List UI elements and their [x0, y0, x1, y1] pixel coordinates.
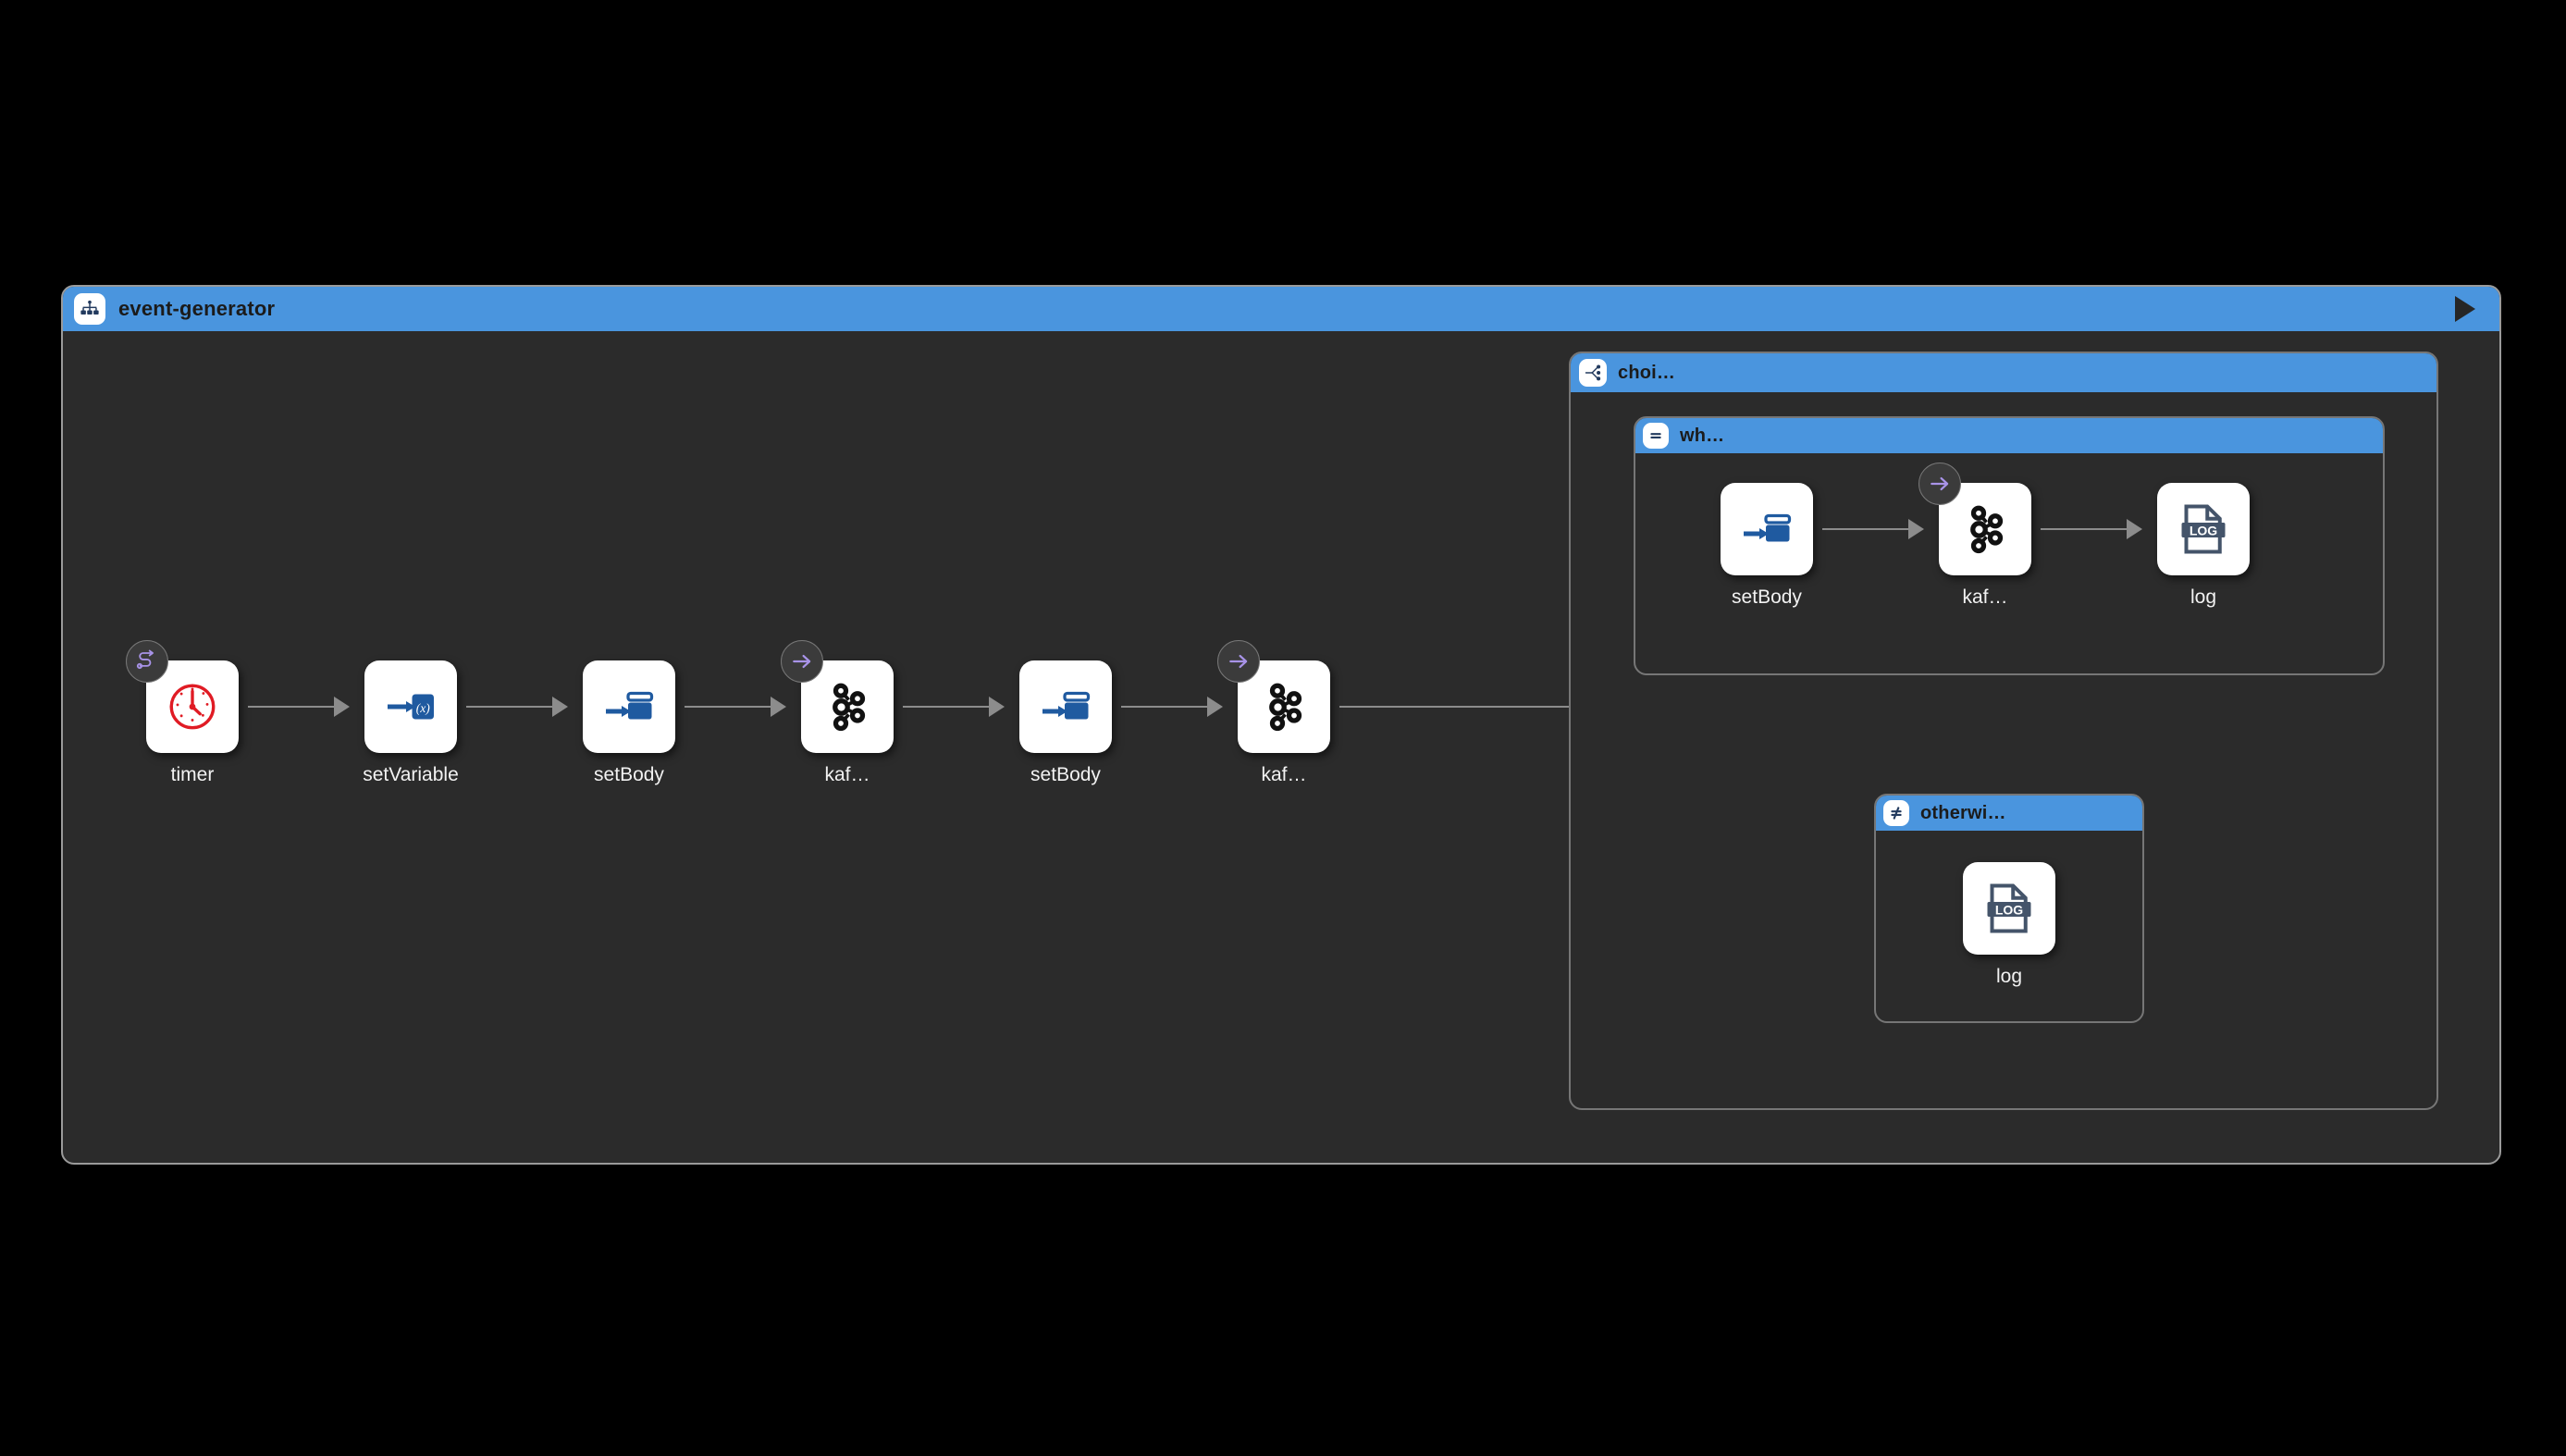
set-body-icon	[1744, 513, 1792, 542]
node-setbody-2-box[interactable]	[1019, 660, 1112, 753]
svg-text:(x): (x)	[416, 701, 430, 715]
arrow-right-icon	[1918, 463, 1961, 505]
node-kafka-1-label: kaf…	[824, 764, 870, 785]
node-when-setbody-label: setBody	[1732, 586, 1802, 608]
node-kafka-2[interactable]: kaf…	[1217, 640, 1330, 785]
kafka-icon	[833, 683, 866, 732]
node-setvariable-label: setVariable	[363, 764, 459, 785]
node-setbody-1-label: setBody	[594, 764, 664, 785]
route-icon	[126, 640, 168, 683]
timer-clock-icon	[169, 684, 216, 730]
node-kafka-1[interactable]: kaf…	[781, 640, 894, 785]
node-timer-label: timer	[170, 764, 215, 785]
connector-setbody2-kafka2	[1121, 697, 1223, 717]
node-when-log[interactable]: LOG log	[2157, 483, 2250, 608]
node-kafka-1-box[interactable]	[781, 640, 894, 753]
arrow-right-icon	[781, 640, 823, 683]
node-when-kafka-box[interactable]	[1918, 463, 2031, 575]
node-timer-box[interactable]	[126, 640, 239, 753]
node-when-setbody[interactable]: setBody	[1721, 483, 1813, 608]
run-route-button[interactable]	[2455, 296, 2475, 322]
otherwise-container[interactable]: otherwi… LOG log	[1874, 794, 2144, 1023]
set-body-icon	[606, 691, 654, 720]
when-container[interactable]: wh… setBody	[1634, 416, 2385, 675]
connector-when-kafka-log	[2041, 519, 2142, 539]
when-title: wh…	[1680, 425, 1725, 446]
connector-setvariable-setbody1	[466, 697, 568, 717]
node-setbody-2[interactable]: setBody	[1019, 660, 1112, 785]
connector-setbody1-kafka1	[685, 697, 786, 717]
route-title: event-generator	[118, 297, 276, 320]
node-setvariable[interactable]: (x) setVariable	[363, 660, 459, 785]
svg-text:LOG: LOG	[1995, 902, 2023, 917]
node-kafka-2-label: kaf…	[1261, 764, 1307, 785]
connector-timer-setvariable	[248, 697, 350, 717]
choice-branch-icon	[1579, 359, 1607, 387]
when-header[interactable]: wh…	[1635, 418, 2383, 453]
node-setvariable-box[interactable]: (x)	[364, 660, 457, 753]
route-header[interactable]: event-generator	[63, 287, 2499, 331]
connector-kafka1-setbody2	[903, 697, 1005, 717]
node-when-log-label: log	[2190, 586, 2217, 608]
node-otherwise-log[interactable]: LOG log	[1963, 862, 2055, 987]
node-when-kafka[interactable]: kaf…	[1918, 463, 2031, 608]
log-file-icon: LOG	[1987, 883, 2031, 933]
otherwise-title: otherwi…	[1920, 802, 2006, 823]
node-setbody-1-box[interactable]	[583, 660, 675, 753]
node-otherwise-log-box[interactable]: LOG	[1963, 862, 2055, 955]
node-timer[interactable]: timer	[126, 640, 239, 785]
log-file-icon: LOG	[2181, 504, 2226, 554]
set-variable-icon: (x)	[388, 694, 434, 720]
choice-header[interactable]: choi…	[1571, 353, 2436, 392]
node-when-log-box[interactable]: LOG	[2157, 483, 2250, 575]
arrow-right-icon	[1217, 640, 1260, 683]
choice-title: choi…	[1618, 362, 1676, 383]
svg-text:LOG: LOG	[2190, 523, 2217, 537]
node-when-setbody-box[interactable]	[1721, 483, 1813, 575]
node-when-kafka-label: kaf…	[1962, 586, 2008, 608]
otherwise-header[interactable]: otherwi…	[1876, 796, 2142, 831]
node-setbody-2-label: setBody	[1030, 764, 1101, 785]
kafka-icon	[1970, 505, 2004, 554]
not-equals-icon	[1883, 800, 1909, 826]
route-container-event-generator[interactable]: event-generator	[61, 285, 2501, 1165]
node-otherwise-log-label: log	[1995, 966, 2023, 987]
choice-container[interactable]: choi… wh…	[1569, 352, 2438, 1110]
node-setbody-1[interactable]: setBody	[583, 660, 675, 785]
node-kafka-2-box[interactable]	[1217, 640, 1330, 753]
equals-icon	[1643, 423, 1669, 449]
connector-when-setbody-kafka	[1822, 519, 1924, 539]
kafka-icon	[1269, 683, 1302, 732]
set-body-icon	[1042, 691, 1091, 720]
hierarchy-icon	[74, 293, 105, 325]
